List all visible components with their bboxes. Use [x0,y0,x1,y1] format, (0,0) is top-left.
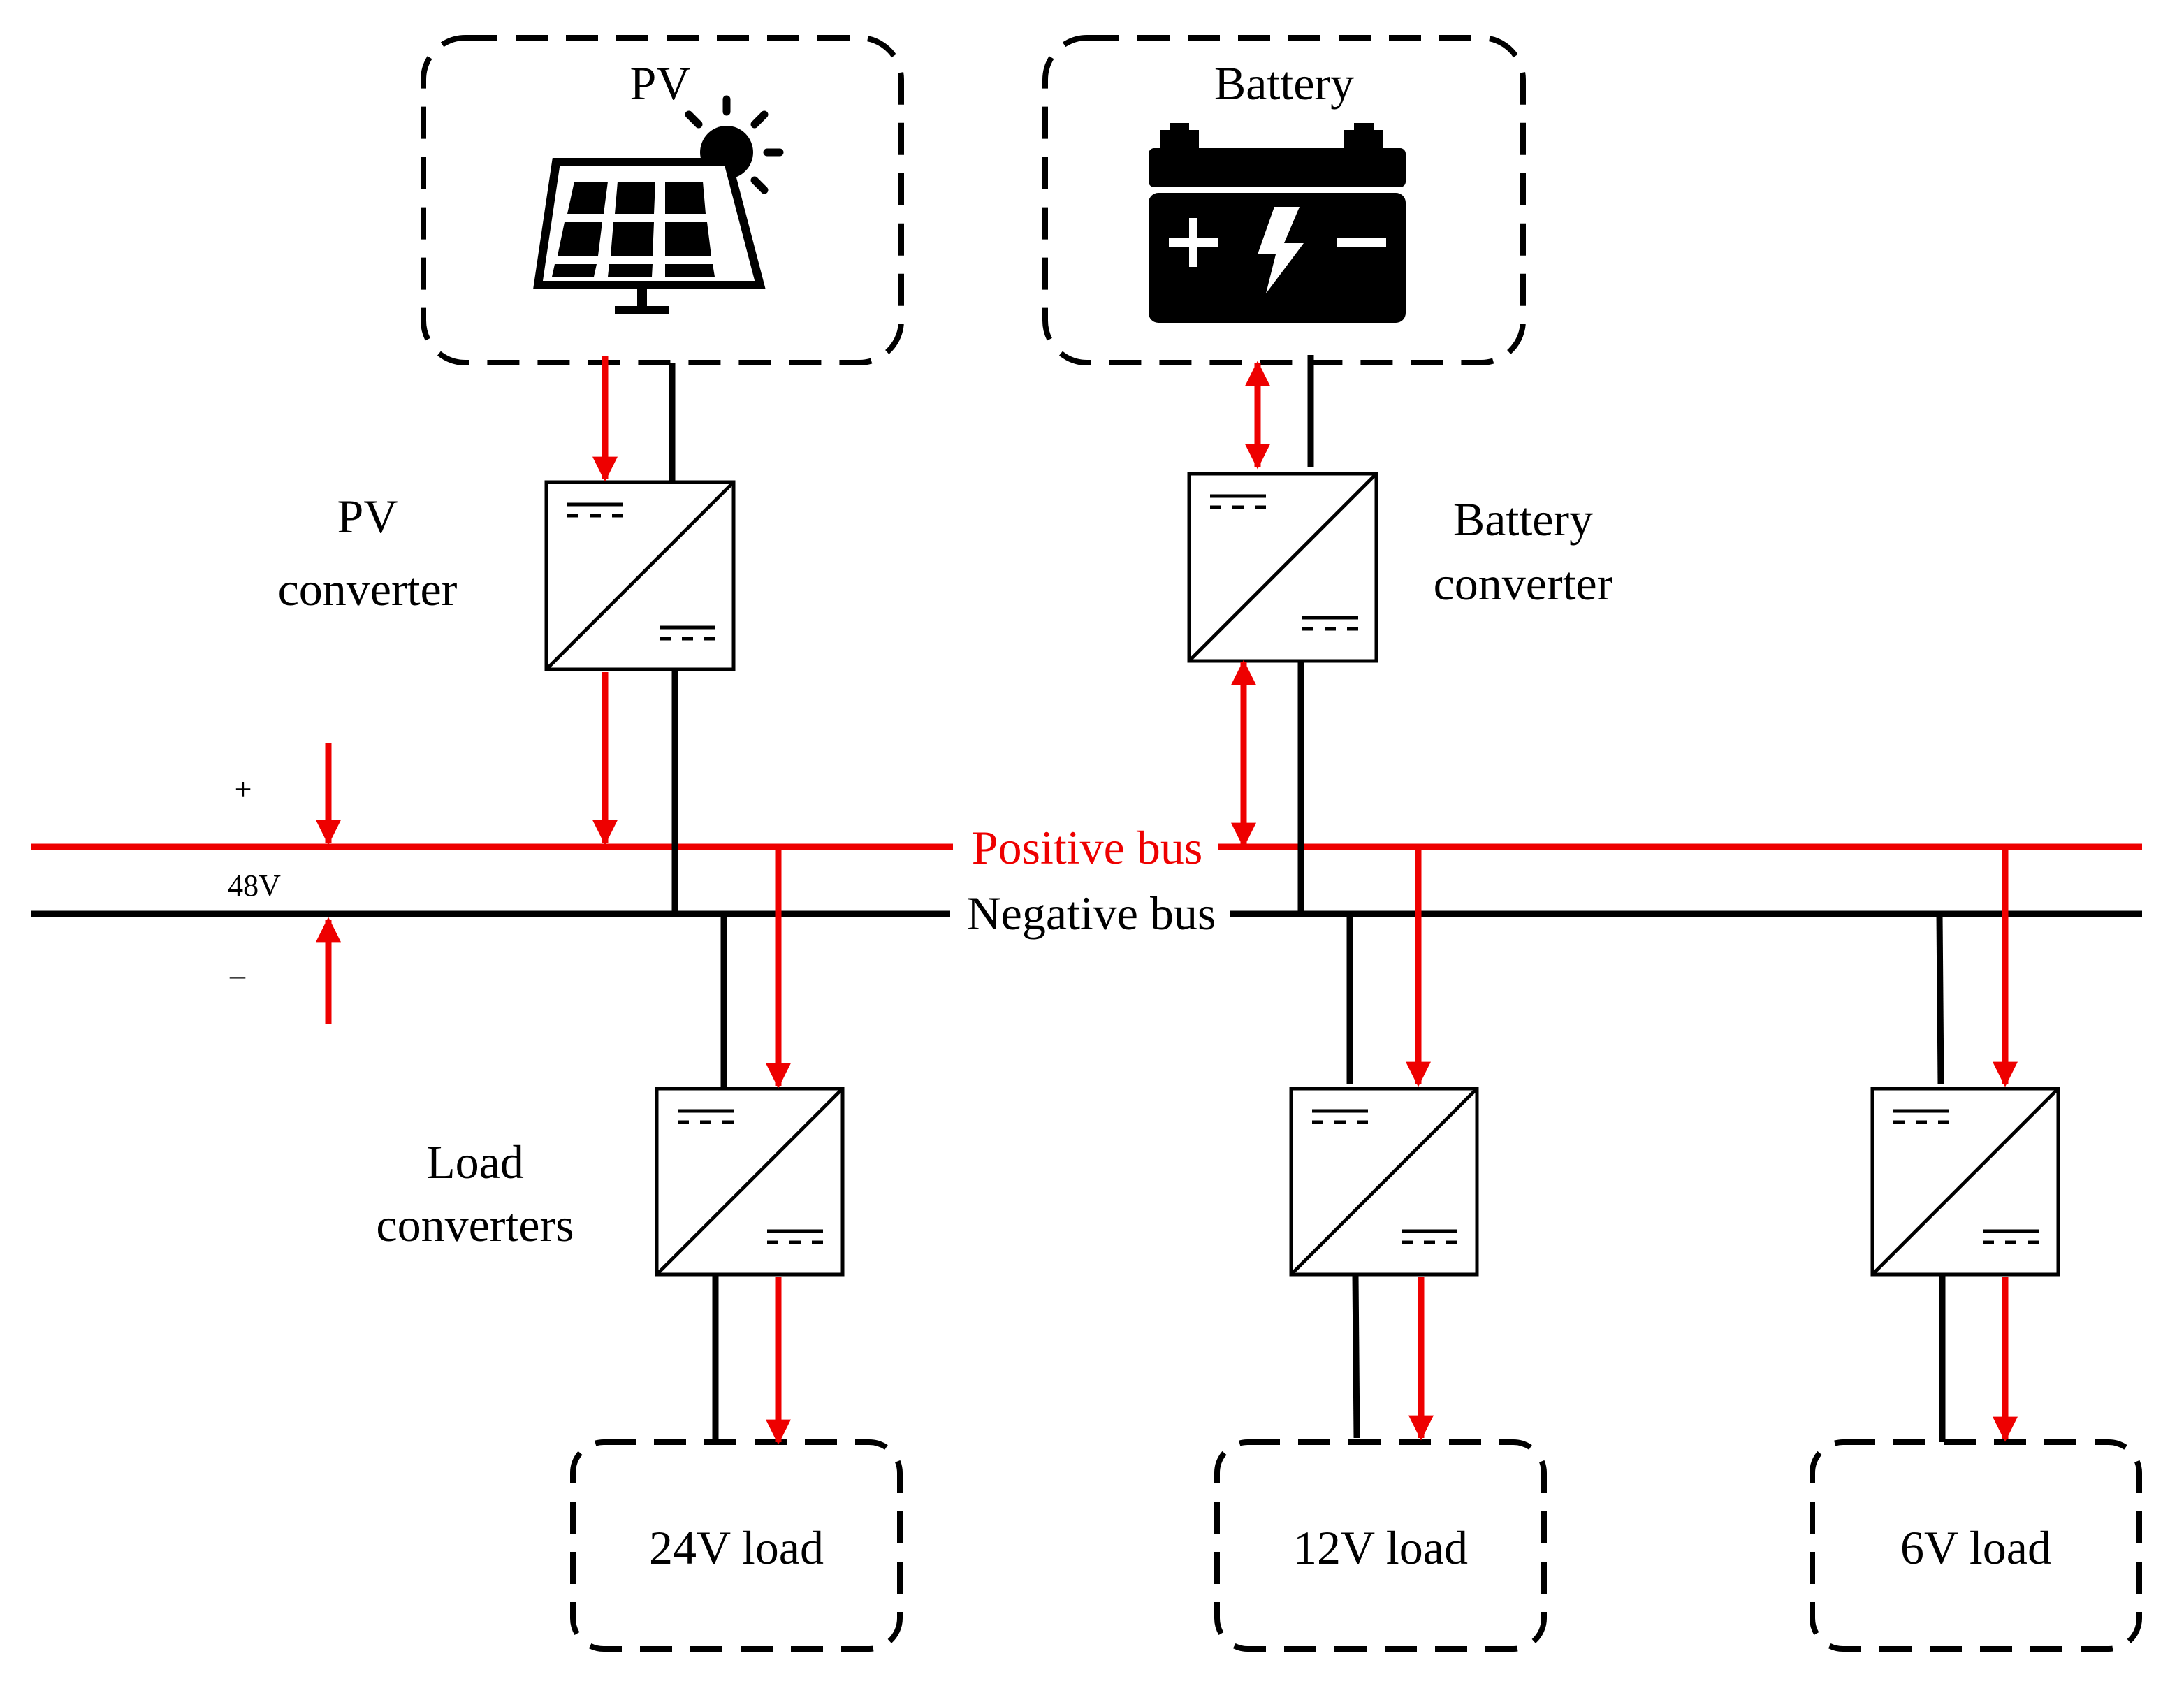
battery-converter-label-line2: converter [1434,557,1613,610]
load-converters-label-line1: Load [426,1135,524,1189]
load-box-12v [1214,1439,1547,1652]
load-box-24v [570,1439,903,1652]
bus-minus-sign: – [229,958,246,992]
battery-converter-box [1187,472,1378,663]
positive-bus-label: Positive bus [972,821,1203,874]
battery-source-box [1042,35,1526,365]
load-converters-label-line2: converters [376,1198,574,1251]
battery-source-label: Battery [1214,57,1354,110]
load-label-6v: 6V load [1900,1521,2051,1574]
pv-converter-label-line2: converter [278,562,458,616]
battery-converter-label-line1: Battery [1453,493,1593,546]
battery-plus-bolt-minus-icon [1149,123,1406,323]
pv-converter-box [544,480,736,671]
load-converter-6v-box [1870,1087,2060,1277]
pv-source-label: PV [630,57,691,110]
load-label-24v: 24V load [649,1521,824,1574]
bus-voltage-label: 48V [228,869,281,903]
load-label-12v: 12V load [1293,1521,1468,1574]
power-flow-arrows [316,356,2018,1445]
pv-source-box [421,35,904,365]
negative-wires [669,355,1946,1442]
solar-panel-with-sun-icon [533,95,784,314]
load-converter-12v-box [1289,1087,1479,1277]
negative-bus-label: Negative bus [967,887,1216,940]
bus-plus-sign: + [235,772,252,806]
load-box-6v [1810,1439,2142,1652]
load-converter-24v-box [655,1087,845,1277]
pv-converter-label-line1: PV [337,490,398,543]
